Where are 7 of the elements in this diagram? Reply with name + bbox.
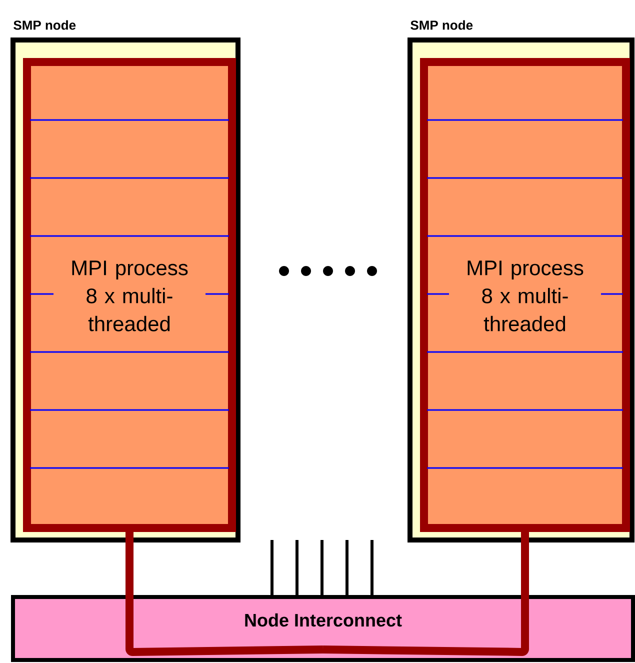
connection-line (322, 532, 529, 656)
connection-line (126, 532, 324, 656)
node-label: SMP node (410, 20, 473, 30)
process-box: MPI process 8 x multi-threaded (420, 58, 630, 532)
node-label: SMP node (14, 20, 76, 30)
process-box: MPI process 8 x multi-threaded (23, 58, 236, 532)
interconnect-band: Node Interconnect (11, 595, 635, 662)
